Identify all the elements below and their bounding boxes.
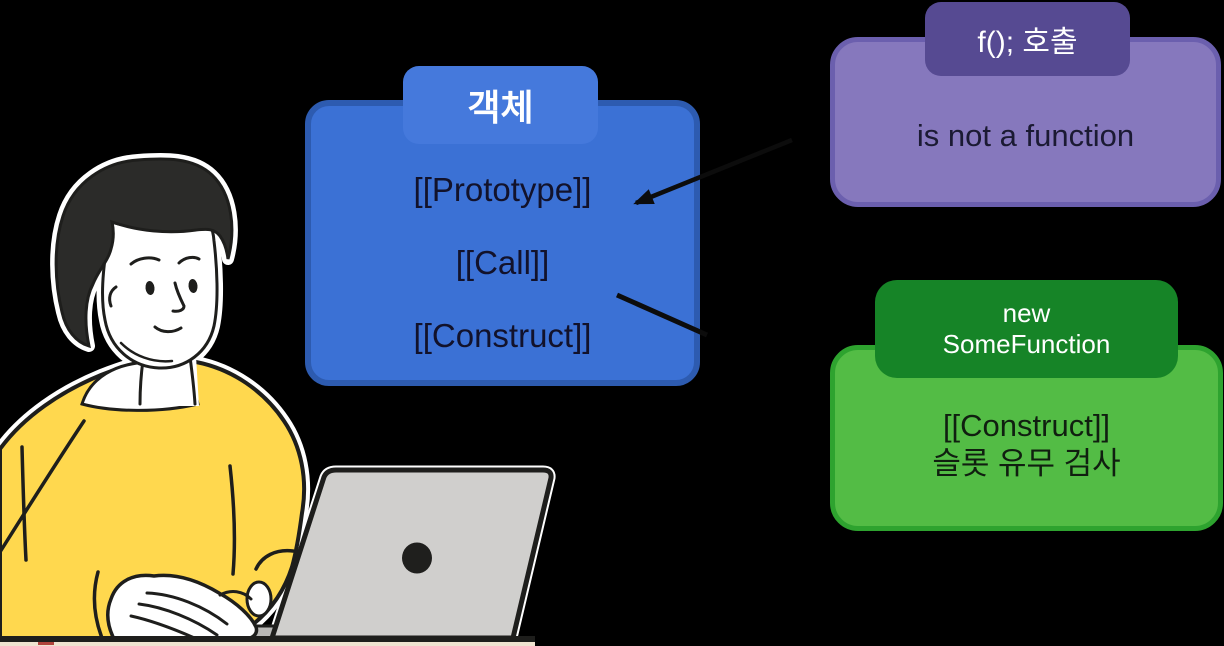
new-box-text: [[Construct]] 슬롯 유무 검사: [835, 407, 1218, 483]
laptop-logo: [402, 542, 432, 574]
new-box-tab: new SomeFunction: [875, 280, 1178, 378]
object-slot-call: [[Call]]: [455, 244, 550, 281]
object-slot-prototype: [[Prototype]]: [413, 171, 592, 208]
jaw-line: [119, 341, 174, 363]
left-eye: [145, 281, 155, 295]
mouth: [153, 325, 183, 334]
hair: [54, 157, 234, 349]
new-box-text-line1: [[Construct]]: [942, 408, 1111, 443]
object-slot-construct: [[Construct]]: [413, 317, 592, 354]
left-eyebrow: [129, 256, 161, 266]
new-box-tab-line2: SomeFunction: [942, 329, 1111, 359]
sweater: [0, 357, 307, 646]
object-box-slots: [[Prototype]] [[Call]] [[Construct]]: [311, 170, 694, 356]
right-eye: [188, 279, 198, 293]
new-box-tab-line1: new: [1002, 298, 1051, 328]
call-box-tab: f(); 호출: [925, 2, 1130, 76]
ear: [108, 285, 118, 308]
nose: [171, 281, 186, 313]
face: [101, 219, 219, 370]
right-eyebrow: [177, 255, 201, 265]
far-hand: [245, 580, 273, 618]
call-box-text: is not a function: [916, 118, 1135, 153]
object-box-tab: 객체: [403, 66, 598, 144]
new-box-text-line2: 슬롯 유무 검사: [932, 446, 1121, 481]
desk-edge: [0, 636, 535, 646]
